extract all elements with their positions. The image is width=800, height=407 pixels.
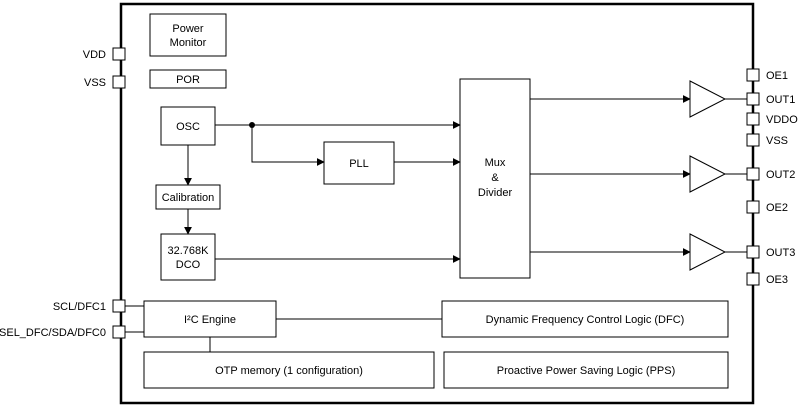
pin-out3-label: OUT3: [766, 247, 795, 259]
pin-oe3: [746, 272, 760, 286]
pin-sel-dfc-sda-dfc0: [112, 325, 126, 339]
dfc-logic-block: [441, 300, 729, 338]
dco-block: [160, 233, 216, 281]
pin-out2-label: OUT2: [766, 169, 795, 181]
osc-block: [160, 106, 216, 146]
output-driver-1: [689, 80, 727, 118]
pin-oe3-label: OE3: [766, 274, 788, 286]
pin-out1-label: OUT1: [766, 94, 795, 106]
pin-scl-dfc1-label: SCL/DFC1: [53, 301, 106, 313]
pin-out1: [746, 92, 760, 106]
pin-vss-right-label: VSS: [766, 135, 788, 147]
pin-vdd: [112, 47, 126, 61]
otp-memory-label: OTP memory (1 configuration): [215, 365, 363, 377]
por-label: POR: [176, 74, 200, 86]
dco-label-line2: DCO: [176, 259, 201, 271]
pin-vss-right: [746, 133, 760, 147]
mux-label-line1: Mux: [485, 157, 506, 169]
power-monitor-label-line2: Monitor: [170, 37, 207, 49]
pin-out2: [746, 167, 760, 181]
wire-osc-to-pll: [251, 125, 325, 166]
otp-memory-block: [143, 351, 435, 389]
i2c-engine-label: I²C Engine: [184, 314, 236, 326]
pin-vss: [112, 75, 126, 89]
pll-label: PLL: [349, 158, 369, 170]
pin-out3: [746, 245, 760, 259]
pps-logic-block: [443, 351, 729, 389]
dfc-logic-label: Dynamic Frequency Control Logic (DFC): [486, 314, 685, 326]
pin-vdd-label: VDD: [83, 49, 106, 61]
osc-label: OSC: [176, 121, 200, 133]
por-block: [149, 69, 227, 89]
mux-label-line3: Divider: [478, 187, 513, 199]
calibration-block: [155, 184, 221, 210]
pin-vddo: [746, 112, 760, 126]
pin-oe2: [746, 200, 760, 214]
pin-oe1: [746, 68, 760, 82]
pin-scl-dfc1: [112, 299, 126, 313]
dco-label-line1: 32.768K: [168, 245, 210, 257]
mux-label-line2: &: [491, 172, 499, 184]
pll-block: [323, 141, 395, 185]
calibration-label: Calibration: [162, 192, 215, 204]
pin-oe1-label: OE1: [766, 70, 788, 82]
pin-vddo-label: VDDO: [766, 114, 798, 126]
output-driver-2: [689, 155, 727, 193]
pin-vss-label: VSS: [84, 77, 106, 89]
pps-logic-label: Proactive Power Saving Logic (PPS): [497, 365, 676, 377]
pin-sel-dfc-sda-dfc0-label: SEL_DFC/SDA/DFC0: [0, 327, 106, 339]
power-monitor-label-line1: Power: [172, 23, 204, 35]
power-monitor-block: [149, 13, 227, 57]
mux-divider-block: [459, 78, 531, 279]
output-driver-3: [689, 233, 727, 271]
pin-oe2-label: OE2: [766, 202, 788, 214]
